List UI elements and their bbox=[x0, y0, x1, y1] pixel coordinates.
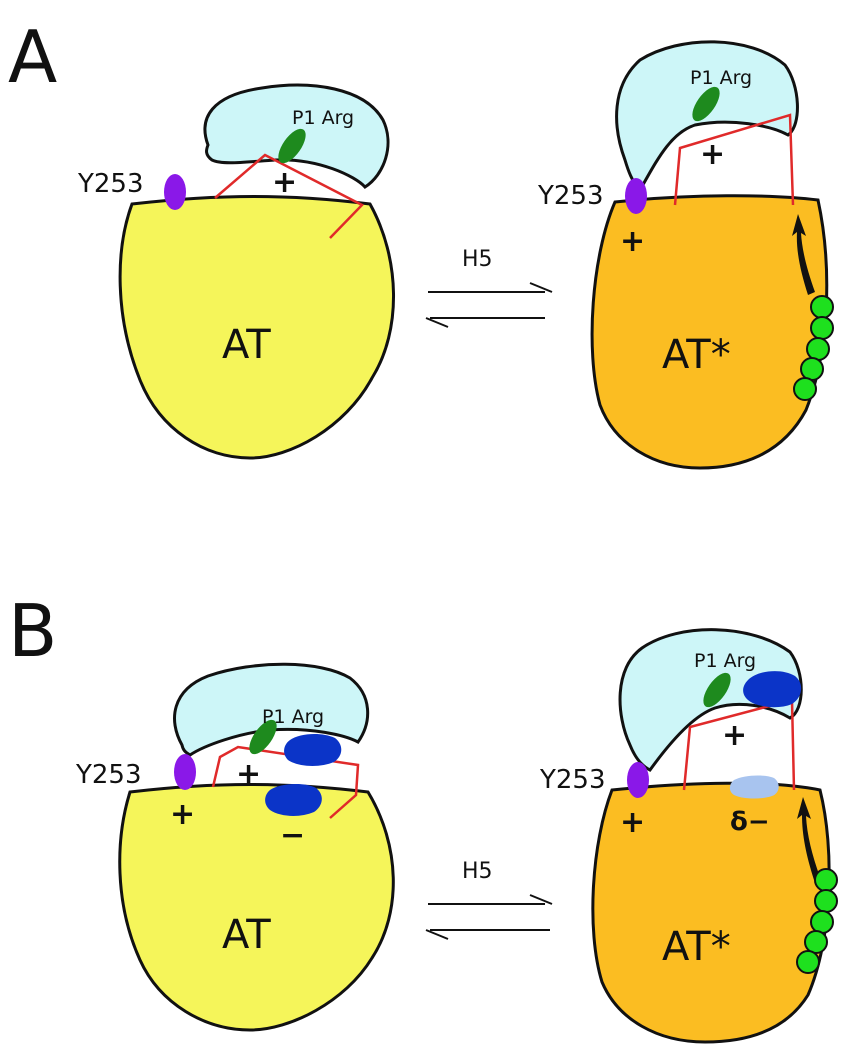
positive-charge: + bbox=[272, 165, 297, 200]
exosite-at bbox=[265, 784, 322, 816]
at-label: AT bbox=[222, 322, 271, 368]
panel-a: A Y253 P1 Arg + AT H5 bbox=[8, 15, 834, 470]
heparin-bead bbox=[814, 868, 838, 892]
reactive-center-loop bbox=[682, 698, 796, 791]
exosite-protease bbox=[284, 734, 342, 766]
forward-arrow-head bbox=[529, 282, 553, 293]
at-star-body bbox=[591, 781, 831, 1044]
heparin-bead bbox=[810, 910, 834, 934]
negative-charge: − bbox=[280, 818, 305, 853]
heparin-bead bbox=[804, 930, 828, 954]
heparin-bead bbox=[814, 889, 838, 913]
conformational-change-arrow bbox=[792, 214, 815, 295]
y253-label: Y253 bbox=[75, 760, 142, 790]
at-body bbox=[118, 783, 395, 1032]
y253-label: Y253 bbox=[539, 765, 606, 795]
positive-charge: + bbox=[722, 718, 747, 753]
p1-arg bbox=[703, 672, 731, 708]
y253-residue bbox=[625, 178, 647, 214]
reverse-arrow-head bbox=[425, 317, 449, 328]
positive-charge: + bbox=[620, 805, 645, 840]
conformational-change-arrow bbox=[797, 797, 820, 880]
heparin-bead bbox=[796, 950, 820, 974]
reverse-arrow-head bbox=[425, 929, 449, 940]
exosite-protease bbox=[743, 671, 802, 708]
p1-arg-label: P1 Arg bbox=[694, 650, 756, 672]
panel-b: B Y253 P1 Arg + + − AT H5 bbox=[8, 589, 838, 1044]
positive-charge: + bbox=[700, 137, 725, 172]
y253-residue bbox=[164, 174, 186, 210]
panel-b-equilibrium-arrows: H5 bbox=[425, 859, 553, 940]
panel-a-equilibrium-arrows: H5 bbox=[425, 247, 553, 328]
at-star-label: AT* bbox=[662, 924, 731, 970]
heparin-bead bbox=[806, 337, 830, 361]
panel-b-right-complex: Y253 P1 Arg + + δ− AT* bbox=[539, 628, 838, 1044]
p1-arg bbox=[249, 719, 277, 755]
p1-arg bbox=[692, 86, 720, 122]
panel-a-right-complex: Y253 P1 Arg + + AT* bbox=[537, 40, 834, 470]
heparin-bead bbox=[800, 357, 824, 381]
panel-a-left-complex: Y253 P1 Arg + AT bbox=[77, 83, 395, 460]
positive-charge: + bbox=[236, 757, 261, 792]
reactive-center-loop bbox=[673, 113, 795, 206]
p1-arg-label: P1 Arg bbox=[262, 706, 324, 728]
panel-b-left-complex: Y253 P1 Arg + + − AT bbox=[75, 662, 395, 1032]
y253-label: Y253 bbox=[77, 169, 144, 199]
y253-label: Y253 bbox=[537, 181, 604, 211]
protease bbox=[173, 662, 370, 757]
at-label: AT bbox=[222, 912, 271, 958]
positive-charge: + bbox=[170, 797, 195, 832]
panel-a-letter: A bbox=[8, 15, 57, 99]
reactive-center-loop bbox=[214, 153, 365, 239]
heparin-bead bbox=[793, 377, 817, 401]
at-star-label: AT* bbox=[662, 332, 731, 378]
p1-arg bbox=[278, 128, 306, 164]
heparin-bead bbox=[810, 316, 834, 340]
panel-b-letter: B bbox=[8, 589, 57, 673]
partial-negative-charge: δ− bbox=[730, 807, 770, 837]
at-body bbox=[118, 195, 395, 460]
y253-residue bbox=[627, 762, 649, 798]
positive-charge: + bbox=[620, 224, 645, 259]
at-star-body bbox=[590, 194, 829, 470]
h5-label: H5 bbox=[462, 247, 493, 272]
p1-arg-label: P1 Arg bbox=[690, 67, 752, 89]
forward-arrow-head bbox=[529, 894, 553, 905]
heparin-bead bbox=[810, 295, 834, 319]
exosite-at-partial-charge bbox=[729, 775, 779, 799]
y253-residue bbox=[174, 754, 196, 790]
h5-label: H5 bbox=[462, 859, 493, 884]
p1-arg-label: P1 Arg bbox=[292, 107, 354, 129]
